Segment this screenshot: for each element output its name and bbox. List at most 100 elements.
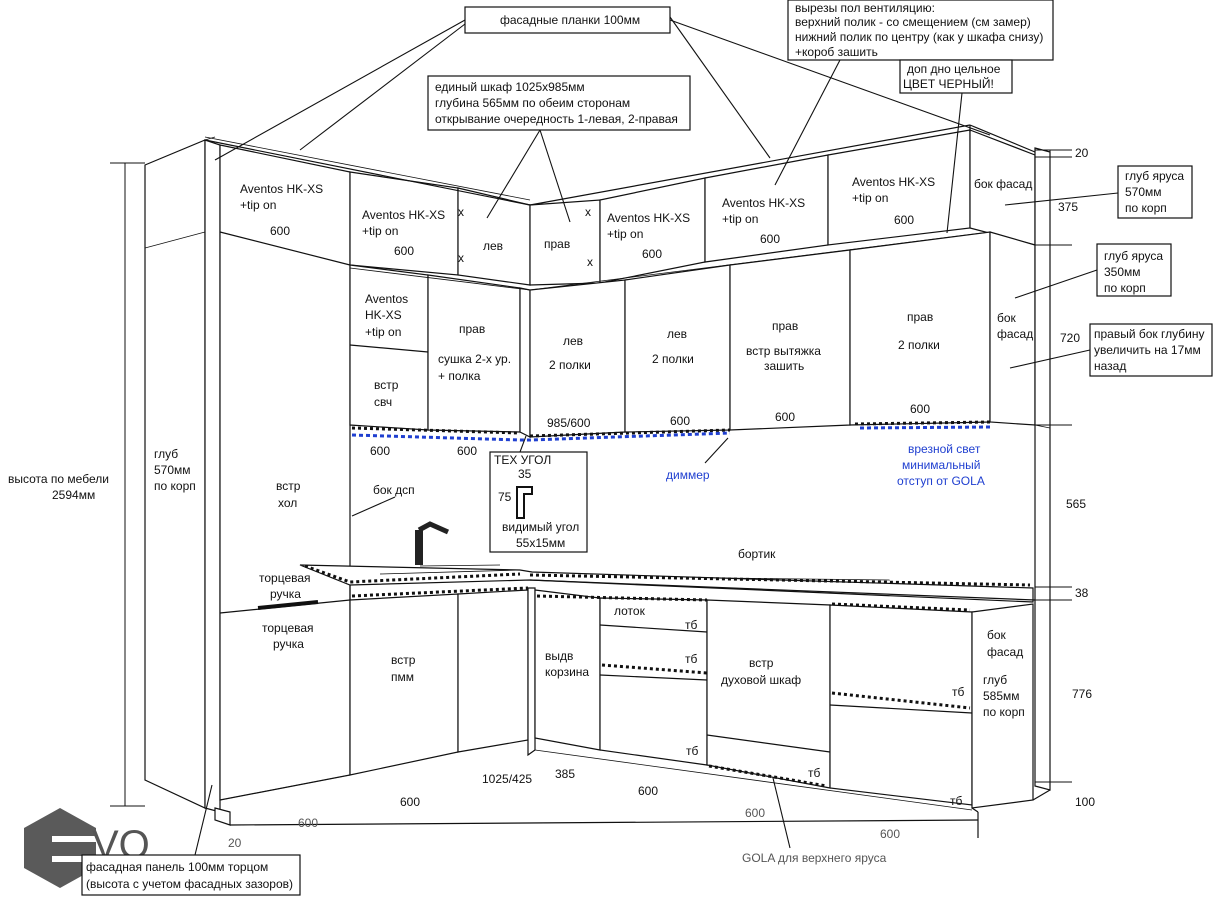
height-total-1: высота по мебели	[8, 472, 109, 486]
dim-600-low-d: 600	[745, 806, 765, 820]
oven-2: духовой шкаф	[721, 673, 801, 687]
dim-100: 100	[1075, 795, 1095, 809]
upper-cabinets	[349, 231, 1036, 438]
left-depth-1: глуб	[154, 447, 178, 461]
dryer-2: сушка 2-х ур.	[438, 352, 511, 366]
aventos-2-c: 600	[394, 244, 414, 258]
x-3: x	[585, 205, 591, 219]
light-1: врезной свет	[908, 442, 981, 456]
dim-35: 35	[518, 467, 532, 481]
corner-left-1: лев	[563, 334, 583, 348]
aventos-5-c: 600	[894, 213, 914, 227]
left-tall-panel	[144, 136, 979, 826]
x-4: x	[587, 255, 593, 269]
dim-565: 565	[1066, 497, 1086, 511]
fascia-label: фасадные планки 100мм	[500, 13, 640, 27]
note-end-panel	[81, 854, 301, 896]
aventos-2-b: +tip on	[362, 224, 398, 238]
dim-1025-425: 1025/425	[482, 772, 532, 786]
aventos-4-c: 600	[760, 232, 780, 246]
bok-fasad-top: бок фасад	[974, 177, 1032, 191]
x-2: x	[458, 251, 464, 265]
left-depth-3: по корп	[154, 479, 196, 493]
dim-375: 375	[1058, 200, 1078, 214]
dim-985-600: 985/600	[547, 416, 591, 430]
dim-776: 776	[1072, 687, 1092, 701]
hood-3: зашить	[764, 359, 804, 373]
visible-corner-2: 55x15мм	[516, 536, 565, 550]
right-side-3: назад	[1094, 359, 1126, 373]
dryer-3: + полка	[438, 369, 481, 383]
br-depth-3: по корп	[983, 705, 1025, 719]
tb-5: тб	[952, 685, 964, 699]
top-row-right	[529, 124, 1036, 286]
dim-20-bottom: 20	[228, 836, 242, 850]
end-panel-1: фасадная панель 100мм торцом	[86, 860, 268, 874]
tb-2: тб	[685, 652, 697, 666]
right-side-1: правый бок глубину	[1094, 327, 1204, 341]
dim-75: 75	[498, 490, 512, 504]
single-cabinet-line1: единый шкаф 1025x985мм	[435, 80, 585, 94]
upper-aventos-3: +tip on	[365, 325, 401, 339]
microwave-2: свч	[374, 395, 392, 409]
aventos-3-a: Aventos HK-XS	[607, 211, 690, 225]
end-handle-2b: ручка	[273, 637, 304, 651]
aventos-1-c: 600	[270, 224, 290, 238]
note-right-side	[1089, 323, 1213, 377]
aventos-5-b: +tip on	[852, 191, 888, 205]
end-handle-1b: ручка	[270, 587, 301, 601]
aventos-2-a: Aventos HK-XS	[362, 208, 445, 222]
basket-1: выдв	[545, 649, 573, 663]
dim-600-e: 600	[457, 444, 477, 458]
dishwasher-2: пмм	[391, 670, 414, 684]
dryer-1: прав	[459, 322, 485, 336]
vent-line1: вырезы пол вентиляцию:	[795, 1, 935, 15]
gola-label: GOLA для верхнего яруса	[742, 851, 887, 865]
right-side-2: увеличить на 17мм	[1094, 343, 1201, 357]
end-handle-1a: торцевая	[259, 571, 311, 585]
leader-lines	[194, 16, 1119, 856]
black-line2: ЦВЕТ ЧЕРНЫЙ!	[903, 76, 994, 91]
dim-600-a: 600	[670, 414, 690, 428]
aventos-5-a: Aventos HK-XS	[852, 175, 935, 189]
microwave-1: встр	[374, 378, 399, 392]
vent-line3: нижний полик по центру (как у шкафа сниз…	[795, 30, 1043, 44]
aventos-1-a: Aventos HK-XS	[240, 182, 323, 196]
light-2: минимальный	[902, 458, 980, 472]
aventos-3-b: +tip on	[607, 227, 643, 241]
dishwasher-1: встр	[391, 653, 416, 667]
single-cabinet-line3: открывание очередность 1-левая, 2-правая	[435, 112, 678, 126]
light-3: отступ от GOLA	[897, 474, 985, 488]
faucet-icon	[415, 521, 450, 565]
dim-600-b: 600	[775, 410, 795, 424]
dim-385: 385	[555, 767, 575, 781]
countertop	[299, 564, 1036, 603]
tb-3: тб	[686, 744, 698, 758]
oven-1: встр	[749, 656, 774, 670]
br-depth-2: 585мм	[983, 689, 1020, 703]
bok-fasad-mid-1: бок	[997, 311, 1017, 325]
aventos-3-c: 600	[642, 247, 662, 261]
single-cabinet-line2: глубина 565мм по обеим сторонам	[435, 96, 630, 110]
top-row-left	[204, 136, 531, 286]
aventos-4-b: +tip on	[722, 212, 758, 226]
dim-600-low-c: 600	[638, 784, 658, 798]
bortik-label: бортик	[738, 547, 776, 561]
note-single-cabinet	[427, 75, 691, 131]
height-total-2: 2594мм	[52, 488, 95, 502]
dim-600-low-b: 600	[298, 816, 318, 830]
right-side-panel	[1034, 147, 1051, 791]
aventos-1-b: +tip on	[240, 198, 276, 212]
visible-corner-1: видимый угол	[502, 520, 579, 534]
right-upper-2: 2 полки	[898, 338, 940, 352]
lower-cabinets	[219, 587, 1051, 838]
br-depth-1: глуб	[983, 673, 1007, 687]
corner-left-2: 2 полки	[549, 358, 591, 372]
tb-6: тб	[950, 794, 962, 808]
tb-1: тб	[685, 618, 697, 632]
black-line1: доп дно цельное	[907, 62, 1001, 76]
left2-1: лев	[667, 327, 687, 341]
tray-label: лоток	[614, 604, 646, 618]
note-bottom-black	[899, 59, 1013, 94]
